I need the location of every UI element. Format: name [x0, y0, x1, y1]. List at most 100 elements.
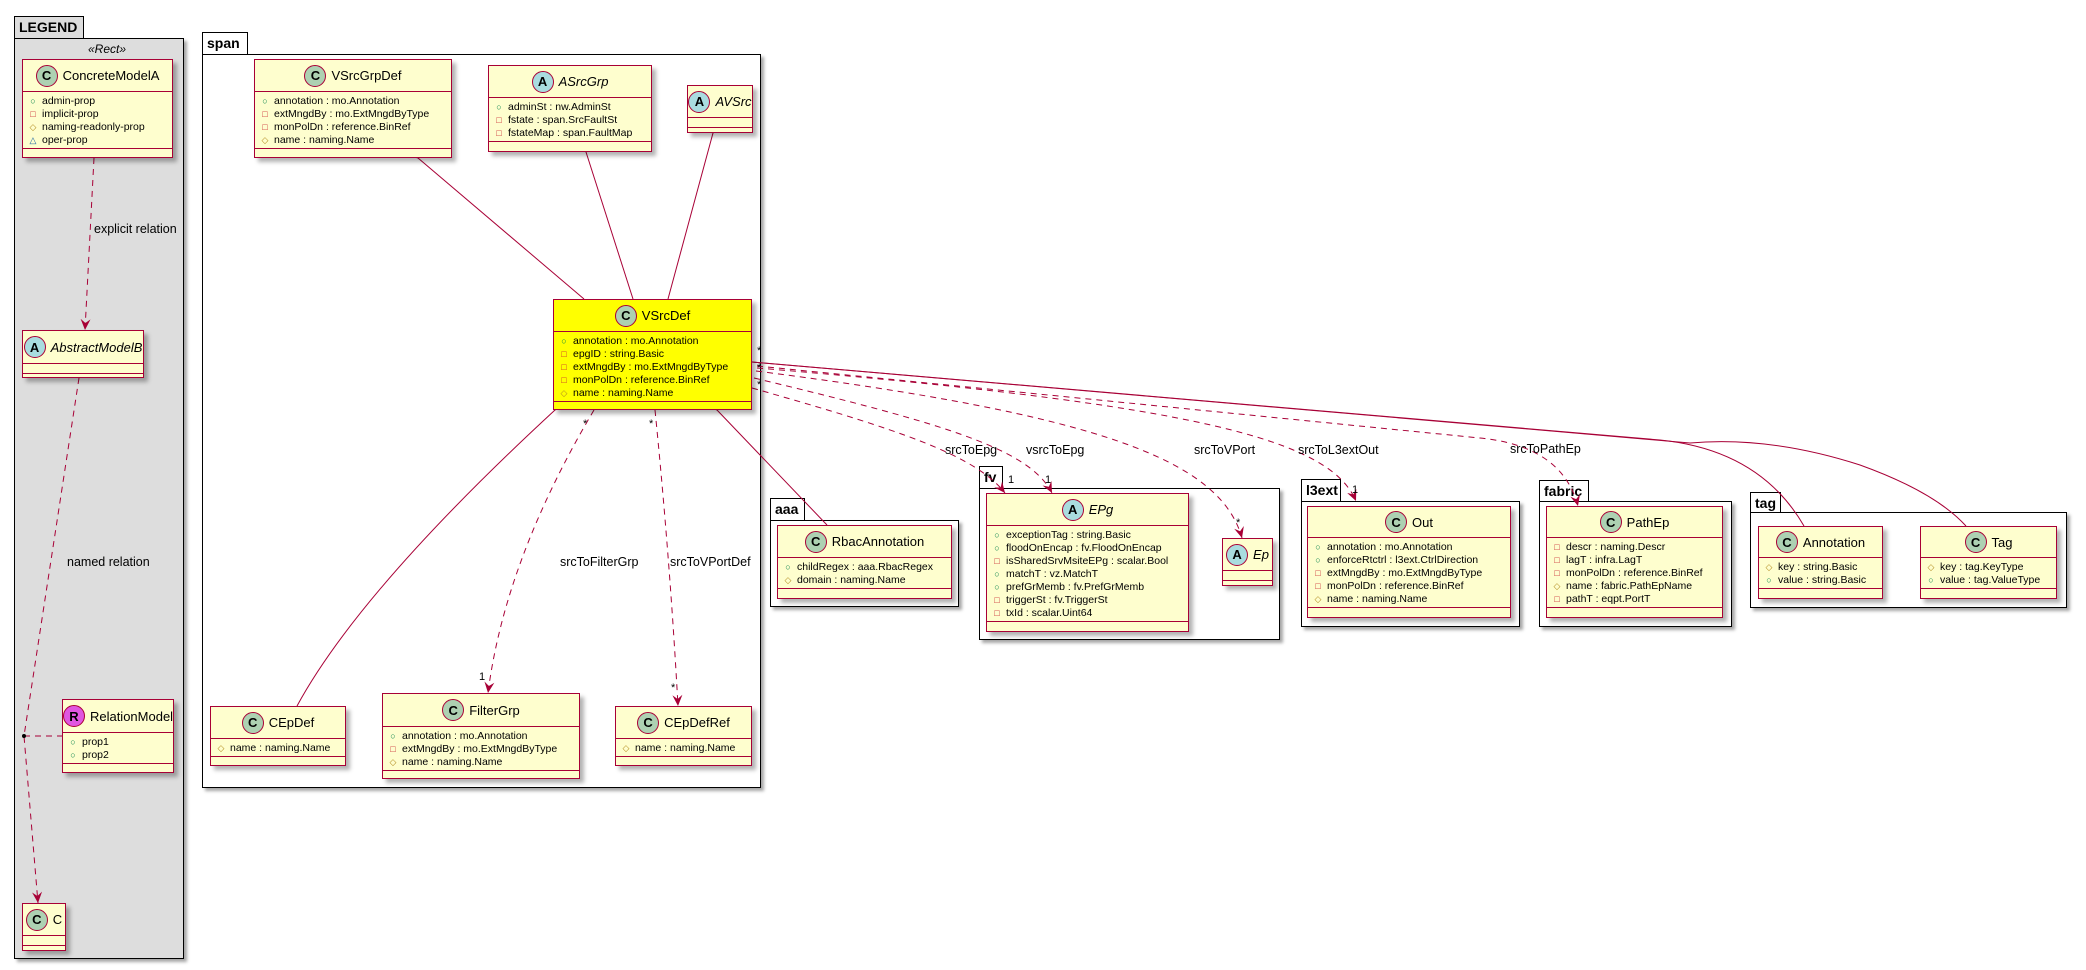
class-badge-icon: C: [1385, 511, 1408, 533]
mult-filter-dst: 1: [479, 671, 486, 683]
class-attribute: ○prefGrMemb : fv.PrefGrMemb: [992, 581, 1184, 594]
private-visibility-icon: □: [994, 556, 1000, 566]
class-attribute: ○ value : tag.ValueType: [1926, 574, 2052, 587]
class-badge-icon: C: [1599, 511, 1622, 533]
class-attributes: ○annotation : mo.Annotation□extMngdBy : …: [383, 727, 579, 771]
private-visibility-icon: □: [496, 128, 502, 138]
package-tab-span: span: [202, 32, 248, 54]
edge-src-to-l3ext-out: [756, 367, 1357, 502]
class-attribute: ○enforceRtctrl : l3ext.CtrlDirection: [1313, 554, 1506, 567]
mult-vportdef-src: *: [649, 418, 654, 430]
class-attribute: □isSharedSrvMsiteEPg : scalar.Bool: [992, 555, 1184, 568]
mult-right-src-2: *: [757, 362, 762, 374]
private-visibility-icon: □: [1554, 555, 1560, 565]
class-attribute: □implicit-prop: [28, 108, 168, 121]
public-visibility-icon: ○: [994, 530, 1000, 540]
private-visibility-icon: □: [1554, 542, 1560, 552]
attribute-text: annotation : mo.Annotation: [274, 95, 400, 107]
class-attribute: ◇name : naming.Name: [216, 742, 341, 755]
class-attribute: □txId : scalar.Uint64: [992, 607, 1184, 620]
label-src-to-vport-def: srcToVPortDef: [670, 555, 751, 569]
attribute-text: value : tag.ValueType: [1940, 574, 2041, 586]
public-visibility-icon: ○: [1928, 575, 1934, 585]
attribute-text: epgID : string.Basic: [573, 348, 665, 360]
class-badge-icon: C: [35, 64, 58, 87]
attribute-text: annotation : mo.Annotation: [1327, 541, 1453, 553]
private-visibility-icon: □: [496, 115, 502, 125]
attribute-text: domain : naming.Name: [797, 574, 906, 586]
class-badge-icon: C: [614, 304, 637, 327]
class-attribute: ○annotation : mo.Annotation: [260, 95, 447, 108]
attribute-text: pathT : eqpt.PortT: [1566, 593, 1651, 605]
private-visibility-icon: □: [561, 362, 567, 372]
attribute-text: childRegex : aaa.RbacRegex: [797, 561, 933, 573]
package-tab-legend: LEGEND: [14, 16, 84, 38]
attribute-text: triggerSt : fv.TriggerSt: [1006, 594, 1108, 606]
protected-visibility-icon: ◇: [389, 757, 397, 767]
public-visibility-icon: ○: [1315, 542, 1321, 552]
class-attribute: ◇naming-readonly-prop: [28, 121, 168, 134]
attribute-text: prop2: [82, 749, 109, 761]
class-attribute: ○prop2: [68, 749, 169, 762]
class-attribute: □lagT : infra.LagT: [1552, 554, 1718, 567]
attribute-text: name : naming.Name: [1327, 593, 1428, 605]
private-visibility-icon: □: [262, 109, 268, 119]
private-visibility-icon: □: [390, 744, 396, 754]
class-attribute: ◇name : naming.Name: [388, 756, 575, 769]
class-name: CEpDefRef: [664, 715, 730, 730]
attribute-text: oper-prop: [42, 134, 88, 146]
class-attributes: [688, 118, 752, 128]
class-attribute: ○prop1: [68, 736, 169, 749]
class-attribute: □extMngdBy : mo.ExtMngdByType: [388, 743, 575, 756]
class-badge-icon: C: [1964, 531, 1987, 553]
package-legend: [14, 38, 184, 959]
class-attributes: ○ annotation : mo.Annotation○enforceRtctr…: [1308, 538, 1510, 608]
package-tab-l3ext: l3ext: [1301, 479, 1341, 501]
class-name: FilterGrp: [469, 702, 520, 718]
protected-visibility-icon: ◇: [1314, 594, 1322, 604]
class-attribute: ◇name : naming.Name: [621, 742, 747, 755]
protected-visibility-icon: ◇: [1765, 562, 1773, 572]
label-src-to-epg: srcToEpg: [945, 443, 998, 457]
public-visibility-icon: ○: [496, 102, 502, 112]
attribute-text: name : naming.Name: [274, 134, 375, 146]
class-name: AbstractModelB: [50, 339, 143, 355]
class-name: ASrcGrp: [558, 74, 609, 89]
class-attribute: □monPolDn : reference.BinRef: [260, 121, 447, 134]
attribute-text: fstate : span.SrcFaultSt: [508, 114, 618, 126]
class-attributes: ◇name : naming.Name: [211, 739, 345, 757]
class-name: C: [52, 912, 63, 927]
class-attribute: ◇name : fabric.PathEpName: [1552, 580, 1718, 593]
legend-stereotype: «Rect»: [88, 42, 127, 56]
class-attribute: ◇name : naming.Name: [260, 134, 447, 147]
abstract-badge-icon: A: [1061, 498, 1084, 521]
abstract-badge-icon: A: [23, 336, 46, 358]
class-attribute: □descr : naming.Descr: [1552, 541, 1718, 554]
class-attributes: ○annotation : mo.Annotation□epgID : stri…: [554, 332, 751, 402]
class-attribute: ◇key : tag.KeyType: [1926, 561, 2052, 574]
package-tab-fv: fv: [979, 466, 1003, 488]
